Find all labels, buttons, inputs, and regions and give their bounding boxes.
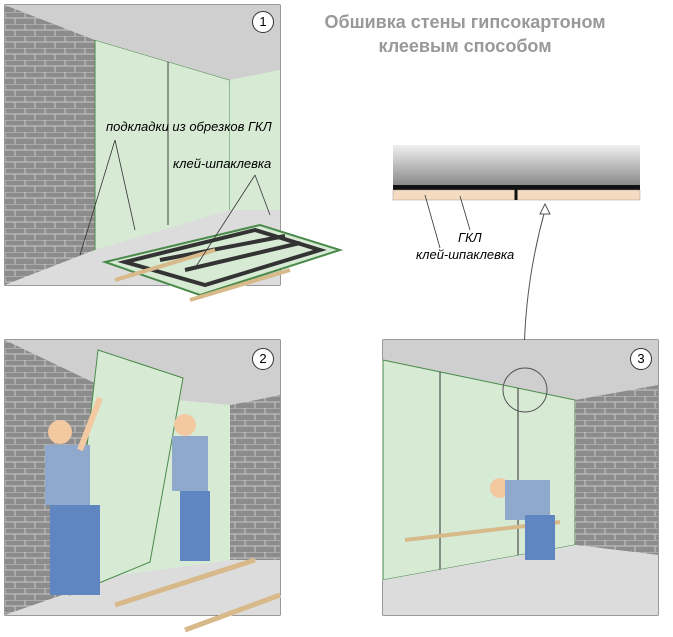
- worker-1: [45, 396, 103, 595]
- panel-1-scene: [4, 4, 344, 302]
- label-pads: подкладки из обрезков ГКЛ: [106, 119, 272, 134]
- panel-2-scene: [4, 339, 281, 633]
- label-gkl: ГКЛ: [458, 230, 482, 245]
- step-number-2: 2: [252, 348, 274, 370]
- label-glue-1: клей-шпаклевка: [173, 156, 272, 171]
- label-glue-2: клей-шпаклевка: [416, 247, 515, 262]
- detail-section: [392, 145, 641, 391]
- worker-2: [172, 414, 210, 561]
- worker-3: [490, 478, 555, 560]
- title-line-1: Обшивка стены гипсокартоном: [324, 12, 606, 32]
- diagram-title: Обшивка стены гипсокартоном клеевым спосо…: [300, 10, 630, 58]
- step-number-3: 3: [630, 348, 652, 370]
- panel-3-scene: [382, 339, 659, 616]
- step-number-1: 1: [252, 11, 274, 33]
- title-line-2: клеевым способом: [378, 36, 552, 56]
